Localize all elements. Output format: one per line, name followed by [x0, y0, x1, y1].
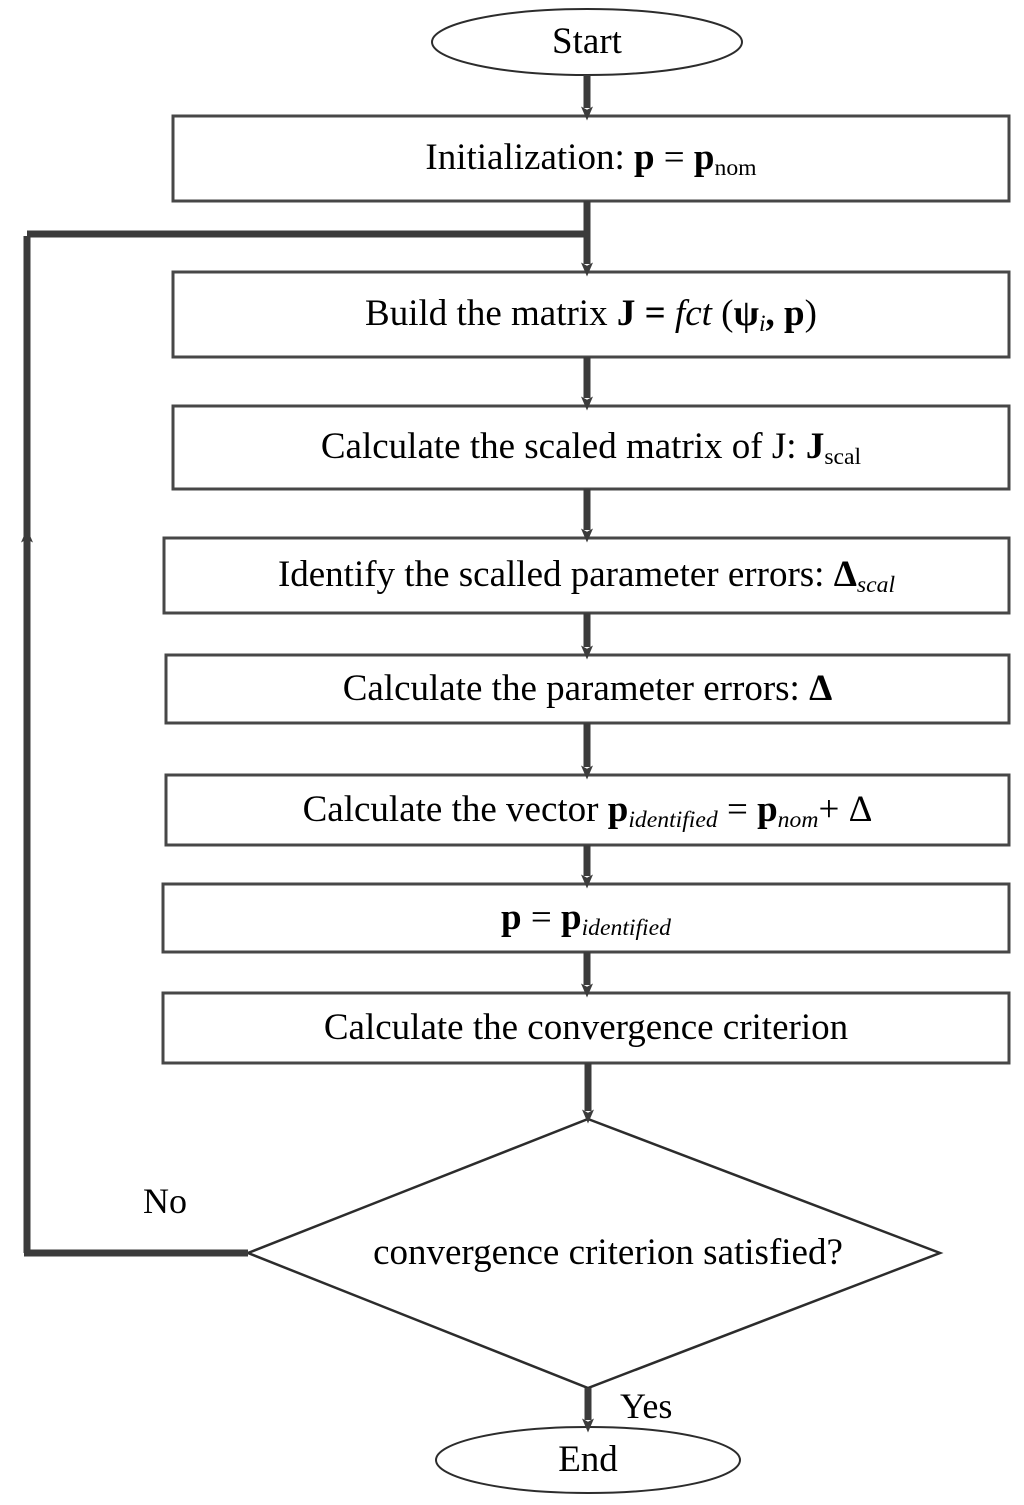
scaled-matrix-node-shape: [171, 404, 1011, 491]
calc-errors-node-shape: [164, 653, 1011, 725]
assign-p-node-shape: [161, 882, 1011, 954]
identify-errors-node-shape: [162, 536, 1011, 615]
edge-label-no: No: [143, 1181, 187, 1221]
end-node-shape: [435, 1426, 741, 1494]
calc-convergence-node-shape: [161, 991, 1011, 1065]
edge-label-yes: Yes: [620, 1386, 673, 1426]
start-node-shape: [431, 8, 743, 76]
calc-vector-node-shape: [164, 773, 1011, 847]
build-matrix-node-shape: [171, 270, 1011, 359]
decision-node-shape: [244, 1117, 944, 1390]
initialization-node-shape: [171, 114, 1011, 203]
